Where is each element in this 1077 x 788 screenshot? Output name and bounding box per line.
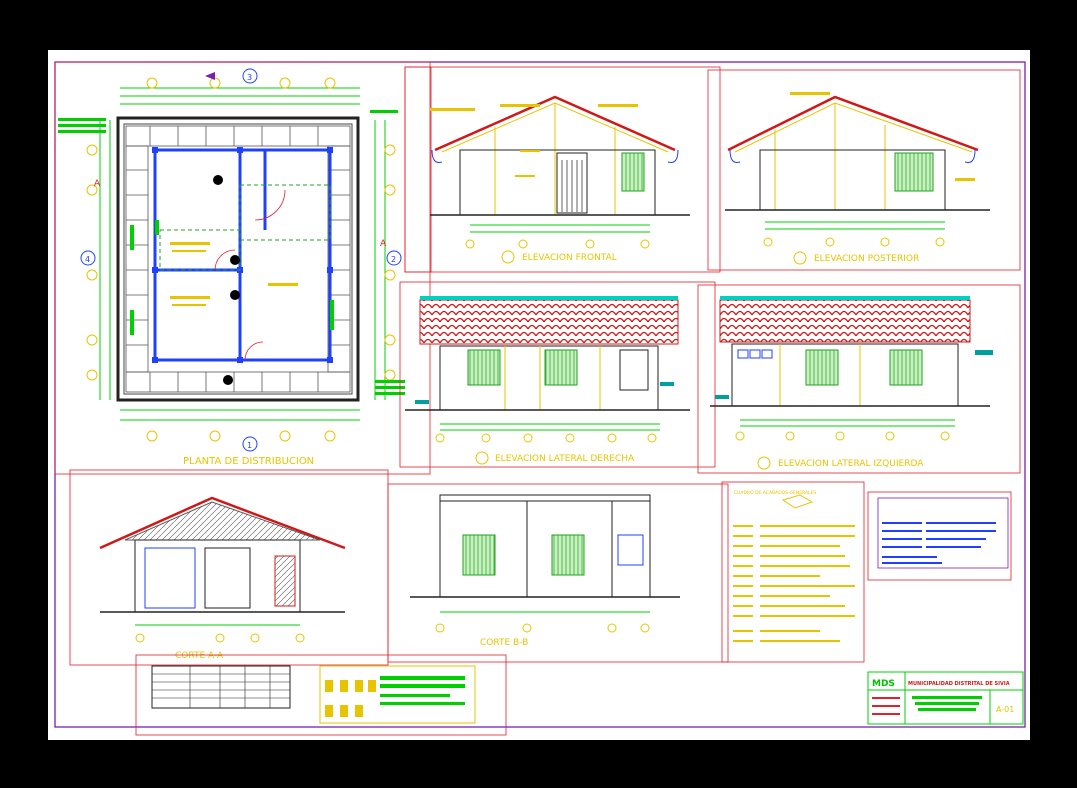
right-elevation-title: ELEVACION LATERAL DERECHA [495, 454, 635, 464]
section-a-a: CORTE A-A [69, 469, 389, 666]
schedule-tables [135, 654, 507, 736]
section-b-b: CORTE B-B [387, 483, 729, 663]
right-side-elevation: ELEVACION LATERAL DERECHA [399, 281, 716, 468]
rear-elevation-title: ELEVACION POSTERIOR [814, 254, 919, 264]
title-logo: MDS [872, 679, 895, 689]
cut-a-title: CORTE A-A [175, 651, 224, 661]
axis-label-4: 4 [85, 255, 90, 264]
cut-b-title: CORTE B-B [480, 638, 528, 648]
front-elevation: ELEVACION FRONTAL [404, 66, 721, 273]
front-elevation-title: ELEVACION FRONTAL [522, 253, 617, 263]
axis-label-1: 1 [247, 441, 252, 450]
legend-box [867, 491, 1012, 581]
plan-title: PLANTA DE DISTRIBUCION [183, 456, 314, 467]
finishes-table: CUADRO DE ACABADOS GENERALES [721, 481, 865, 663]
rear-elevation: ELEVACION POSTERIOR [707, 69, 1021, 271]
floor-plan: A A 4 2 3 1 PLANTA DE DISTRIBUCION [54, 61, 431, 475]
left-elevation-title: ELEVACION LATERAL IZQUIERDA [778, 459, 924, 469]
sheet-number: A-01 [996, 705, 1014, 714]
svg-text:A: A [380, 239, 387, 249]
paper [48, 50, 1030, 740]
left-side-elevation: ELEVACION LATERAL IZQUIERDA [697, 284, 1021, 474]
title-entity: MUNICIPALIDAD DISTRITAL DE SIVIA [908, 681, 1010, 687]
finishes-title: CUADRO DE ACABADOS GENERALES [734, 490, 816, 496]
axis-label-3: 3 [247, 73, 252, 82]
title-block: MDS MUNICIPALIDAD DISTRITAL DE SIVIA A-0… [867, 671, 1024, 725]
north-arrow-icon [205, 72, 215, 80]
axis-label-2: 2 [391, 255, 396, 264]
svg-text:A: A [94, 179, 101, 189]
